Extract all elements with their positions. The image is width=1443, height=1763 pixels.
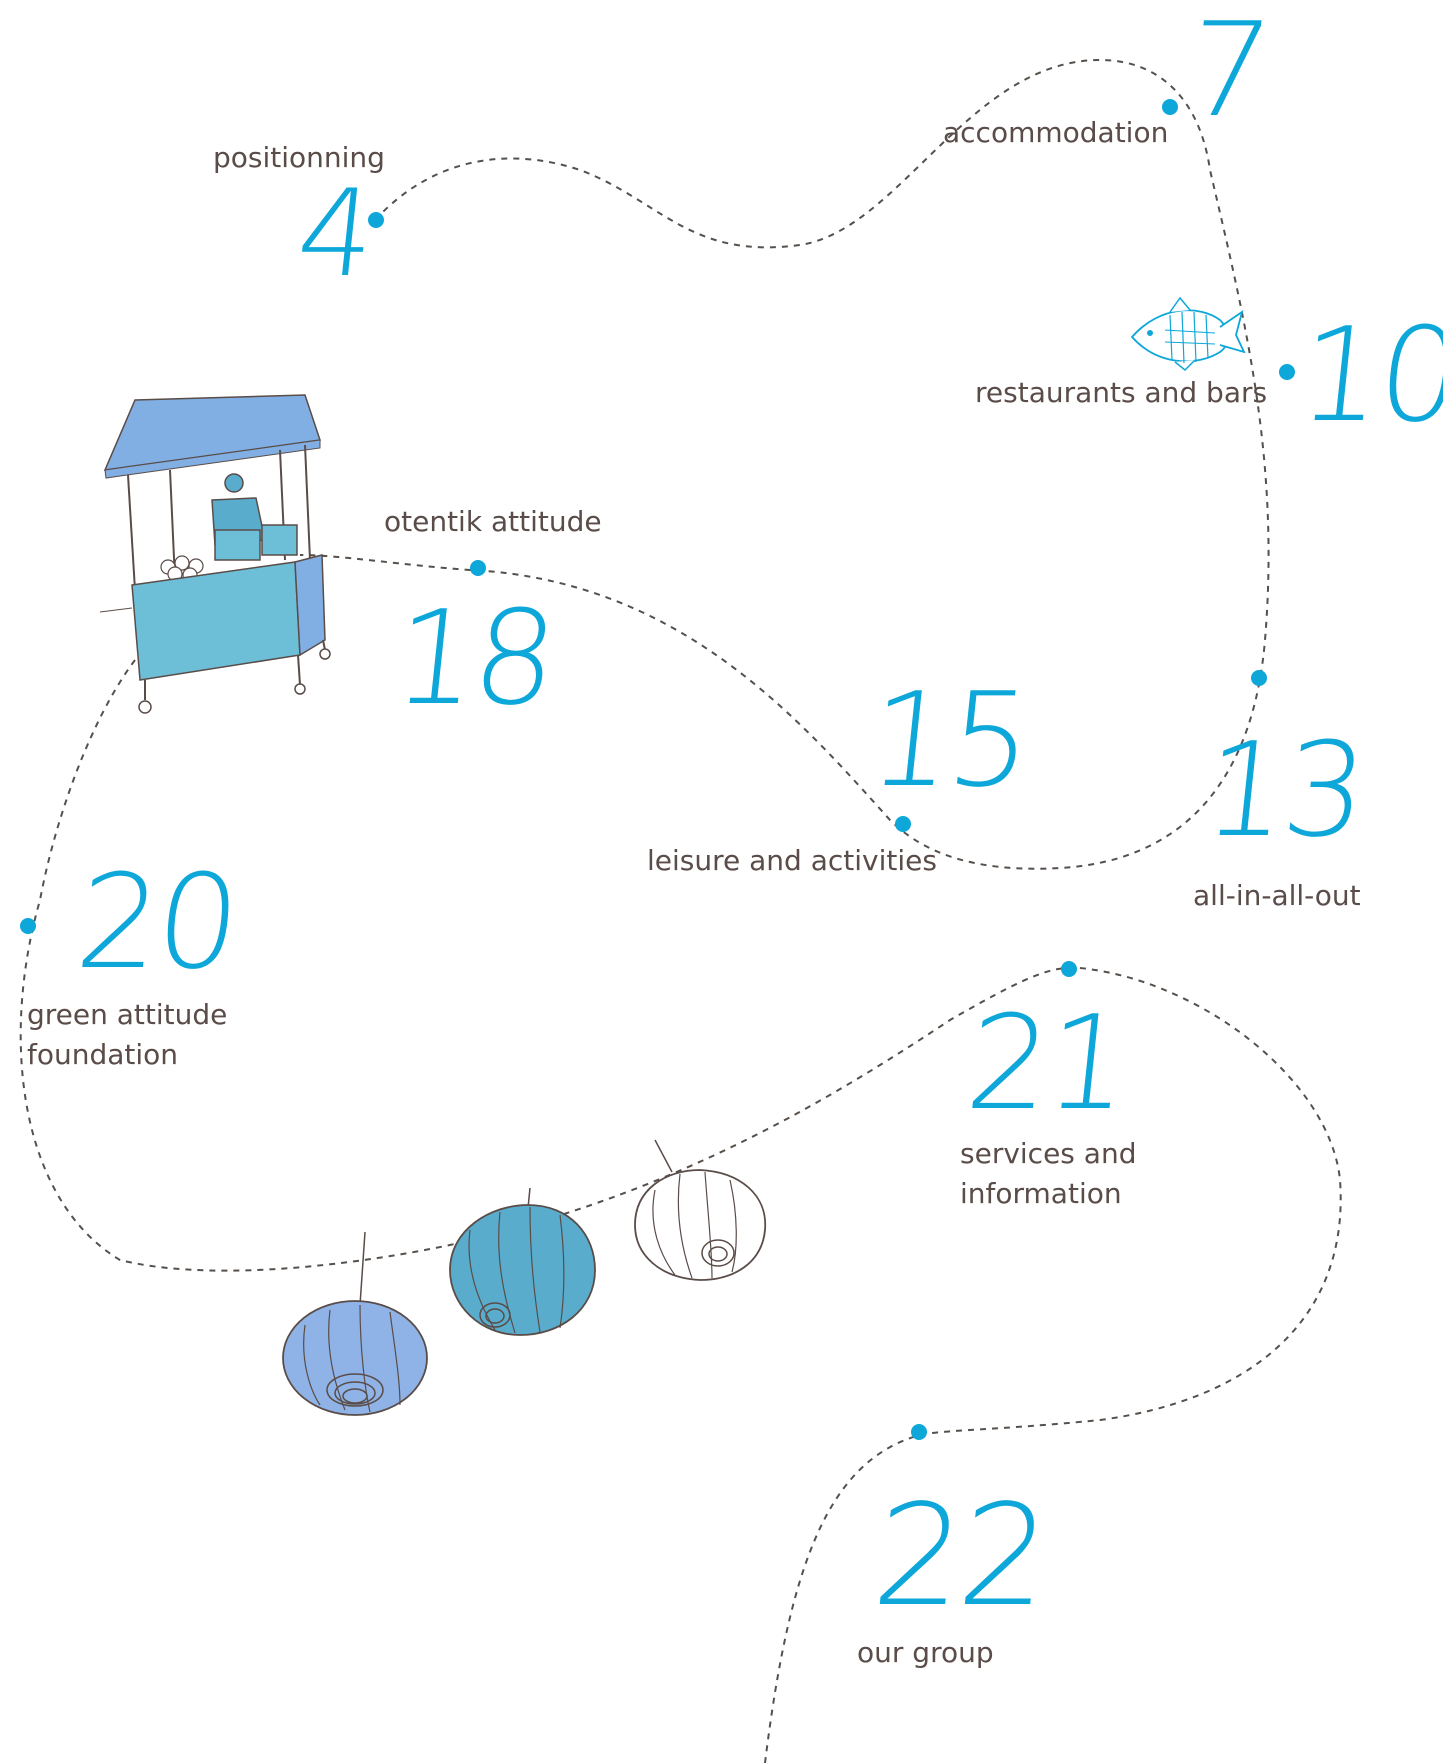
page-number: 15 <box>863 675 1034 805</box>
section-label: our group <box>857 1633 994 1673</box>
market-stall-illustration <box>100 395 330 713</box>
section-label: accommodation <box>943 113 1168 153</box>
section-label: services and information <box>960 1134 1136 1214</box>
route-marker-dot <box>1279 364 1295 380</box>
page-number: 22 <box>868 1487 1053 1627</box>
section-label: otentik attitude <box>384 502 602 542</box>
page-number: 7 <box>1181 5 1273 135</box>
page-number: 21 <box>961 998 1132 1128</box>
route-marker-dot <box>911 1424 927 1440</box>
section-label: positionning <box>213 138 385 178</box>
section-label: all-in-all-out <box>1193 876 1361 916</box>
page-number: 10 <box>1293 310 1443 440</box>
route-marker-dot <box>1251 670 1267 686</box>
page-number: 4 <box>292 175 377 295</box>
page-number: 18 <box>388 593 559 723</box>
route-marker-dot <box>20 918 36 934</box>
section-label: restaurants and bars <box>975 373 1267 413</box>
section-label: leisure and activities <box>647 841 937 881</box>
route-marker-dot <box>895 816 911 832</box>
fish-icon <box>1132 298 1244 370</box>
section-label: green attitude foundation <box>27 995 227 1075</box>
page-number: 20 <box>71 857 242 987</box>
route-marker-dot <box>368 212 384 228</box>
route-marker-dot <box>470 560 486 576</box>
lantern-dotted-illustration <box>283 1232 427 1415</box>
page-number: 13 <box>1198 725 1369 855</box>
route-marker-dot <box>1061 961 1077 977</box>
lantern-striped-illustration <box>450 1188 595 1335</box>
